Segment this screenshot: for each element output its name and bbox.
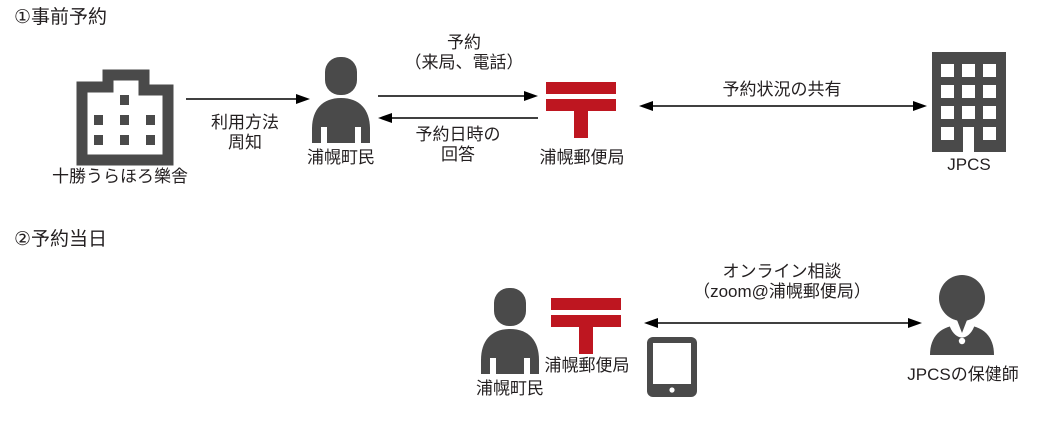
building-solid-icon — [932, 52, 1006, 152]
person-icon — [308, 57, 374, 145]
label-line-1: 予約日時の — [415, 125, 501, 144]
label-reservation-datetime-reply: 予約日時の 回答 — [416, 125, 501, 165]
arrow-reservation-request — [378, 89, 538, 108]
section-1-heading: ①事前予約 — [14, 7, 108, 28]
label-line-1: 利用方法 — [211, 113, 279, 132]
building-outline-icon — [68, 57, 176, 166]
arrow-online-consultation — [644, 316, 922, 335]
tablet-icon — [647, 337, 697, 397]
caption-jpcs-nurse: JPCSの保健師 — [907, 365, 1019, 384]
label-line-2: 周知 — [228, 133, 262, 153]
caption-resident-bottom: 浦幌町民 — [476, 379, 544, 398]
caption-rakusha: 十勝うらほろ樂舎 — [52, 167, 188, 186]
caption-post-office-bottom: 浦幌郵便局 — [544, 356, 630, 375]
label-line-2: （zoom@浦幌郵便局） — [693, 282, 871, 302]
caption-jpcs: JPCS — [947, 155, 991, 174]
arrow-reservation-status-sharing — [639, 99, 927, 118]
caption-post-office-top: 浦幌郵便局 — [539, 148, 625, 167]
arrow-usage-notification — [186, 92, 310, 111]
section-2-heading: ②予約当日 — [14, 229, 108, 250]
caption-resident-top: 浦幌町民 — [307, 148, 375, 167]
postal-mark-icon — [543, 82, 619, 138]
label-line-1: 予約 — [447, 33, 481, 52]
arrow-reservation-datetime-reply — [378, 111, 538, 130]
label-line-2: （来局、電話） — [404, 53, 524, 73]
label-line-1: 予約状況の共有 — [722, 80, 842, 99]
label-line-1: オンライン相談 — [722, 262, 842, 281]
label-reservation-status-sharing: 予約状況の共有 — [723, 80, 842, 100]
label-usage-notification: 利用方法 周知 — [211, 113, 279, 153]
label-online-consultation: オンライン相談 （zoom@浦幌郵便局） — [693, 262, 871, 302]
nurse-icon — [926, 275, 998, 357]
label-reservation-request: 予約 （来局、電話） — [405, 33, 524, 73]
postal-mark-icon-bottom — [548, 298, 624, 354]
person-icon-bottom — [477, 288, 543, 376]
label-line-2: 回答 — [441, 145, 475, 165]
